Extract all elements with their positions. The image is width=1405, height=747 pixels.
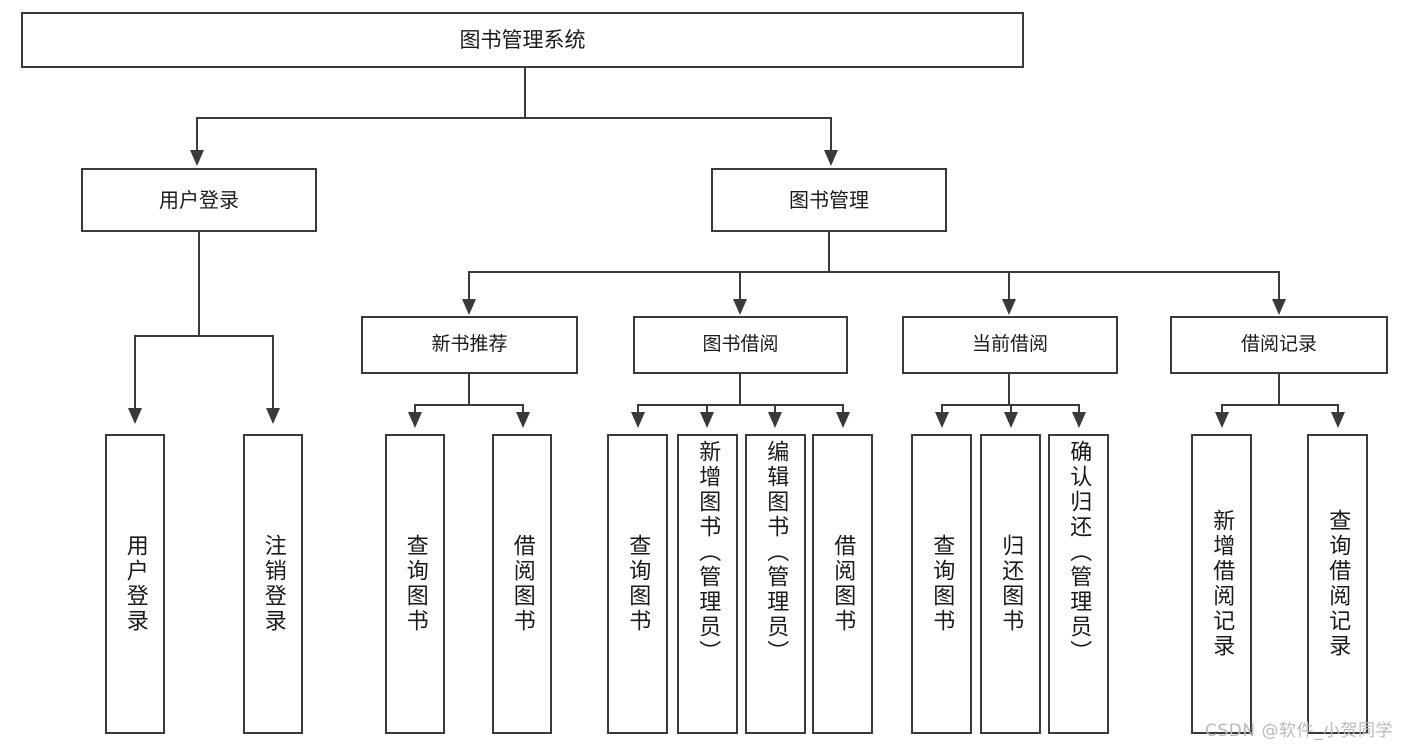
arrowhead-icon [733,299,747,315]
connector-bb-to-leaf-2 [706,404,708,412]
connector-root-to-book-management [830,117,832,150]
connector-user-login-stem [198,232,200,335]
node-book-management[interactable]: 图书管理 [711,168,947,232]
connector-user-login-to-leaf-2 [272,335,274,408]
node-new-book-recommend[interactable]: 新书推荐 [361,316,578,374]
arrowhead-icon [631,412,645,428]
node-label: 归还图书 [998,534,1024,634]
connector-borrow-record-stem [1278,374,1280,405]
connector-root-stem [524,68,526,119]
connector-new-book-to-leaf-2 [522,404,524,412]
node-label: 编辑图书（管理员） [763,440,789,665]
connector-book-management-bus [468,271,1280,273]
leaf-query-book-1[interactable]: 查询图书 [385,434,445,734]
arrowhead-icon [836,412,850,428]
connector-bb-to-leaf-3 [774,404,776,412]
node-label: 新书推荐 [431,333,508,356]
node-label: 确认归还（管理员） [1066,440,1092,665]
connector-cb-to-leaf-1 [941,404,943,412]
node-label: 查询图书 [402,534,428,634]
node-label: 图书借阅 [702,333,779,356]
node-label: 借阅记录 [1240,333,1317,356]
connector-book-management-stem [828,232,830,272]
leaf-add-borrow-record[interactable]: 新增借阅记录 [1191,434,1252,734]
arrowhead-icon [700,412,714,428]
connector-new-book-to-leaf-1 [414,404,416,412]
node-current-borrow[interactable]: 当前借阅 [902,316,1118,374]
arrowhead-icon [935,412,949,428]
connector-cb-to-leaf-3 [1078,404,1080,412]
connector-bm-to-book-borrow [739,271,741,299]
leaf-borrow-book-2[interactable]: 借阅图书 [812,434,873,734]
connector-borrow-record-bus [1221,404,1339,406]
leaf-edit-book-admin[interactable]: 编辑图书（管理员） [745,434,806,734]
connector-bb-to-leaf-1 [637,404,639,412]
leaf-borrow-book-1[interactable]: 借阅图书 [492,434,552,734]
arrowhead-icon [128,408,142,424]
connector-new-book-bus [414,404,524,406]
node-book-borrow[interactable]: 图书借阅 [633,316,848,374]
node-label: 注销登录 [260,534,286,634]
connector-bm-to-current-borrow [1008,271,1010,299]
node-label: 新增借阅记录 [1209,509,1235,659]
connector-new-book-stem [468,374,470,405]
arrowhead-icon [1002,299,1016,315]
leaf-add-book-admin[interactable]: 新增图书（管理员） [677,434,738,734]
arrowhead-icon [516,412,530,428]
arrowhead-icon [768,412,782,428]
arrowhead-icon [462,299,476,315]
arrowhead-icon [190,150,204,166]
node-label: 借阅图书 [830,534,856,634]
node-label: 当前借阅 [971,333,1048,356]
leaf-query-borrow-record[interactable]: 查询借阅记录 [1307,434,1368,734]
node-label: 查询图书 [929,534,955,634]
leaf-query-book-2[interactable]: 查询图书 [607,434,668,734]
node-label: 图书管理 [789,187,869,212]
arrowhead-icon [408,412,422,428]
connector-user-login-to-leaf-1 [134,335,136,408]
leaf-logout-login[interactable]: 注销登录 [243,434,303,734]
arrowhead-icon [266,408,280,424]
node-label: 用户登录 [122,534,148,634]
node-root-book-management-system[interactable]: 图书管理系统 [21,12,1024,68]
leaf-return-book[interactable]: 归还图书 [980,434,1041,734]
arrowhead-icon [1331,412,1345,428]
arrowhead-icon [1272,299,1286,315]
arrowhead-icon [1215,412,1229,428]
connector-root-bus [196,117,832,119]
connector-cb-to-leaf-2 [1010,404,1012,412]
node-label: 查询借阅记录 [1325,509,1351,659]
connector-user-login-bus [134,335,274,337]
connector-bm-to-borrow-record [1278,271,1280,299]
connector-br-to-leaf-1 [1221,404,1223,412]
connector-current-borrow-stem [1008,374,1010,405]
node-label: 查询图书 [625,534,651,634]
leaf-user-login[interactable]: 用户登录 [105,434,165,734]
node-label: 借阅图书 [509,534,535,634]
leaf-confirm-return-admin[interactable]: 确认归还（管理员） [1048,434,1109,734]
node-label: 新增图书（管理员） [695,440,721,665]
connector-br-to-leaf-2 [1337,404,1339,412]
connector-bm-to-new-book [468,271,470,299]
arrowhead-icon [1072,412,1086,428]
node-label: 图书管理系统 [459,27,586,52]
node-borrow-record[interactable]: 借阅记录 [1170,316,1388,374]
arrowhead-icon [824,150,838,166]
leaf-query-book-3[interactable]: 查询图书 [911,434,972,734]
connector-root-to-user-login [196,117,198,150]
connector-bb-to-leaf-4 [842,404,844,412]
connector-book-borrow-stem [739,374,741,405]
node-user-login[interactable]: 用户登录 [81,168,317,232]
arrowhead-icon [1004,412,1018,428]
connector-book-borrow-bus [637,404,844,406]
node-label: 用户登录 [159,187,239,212]
